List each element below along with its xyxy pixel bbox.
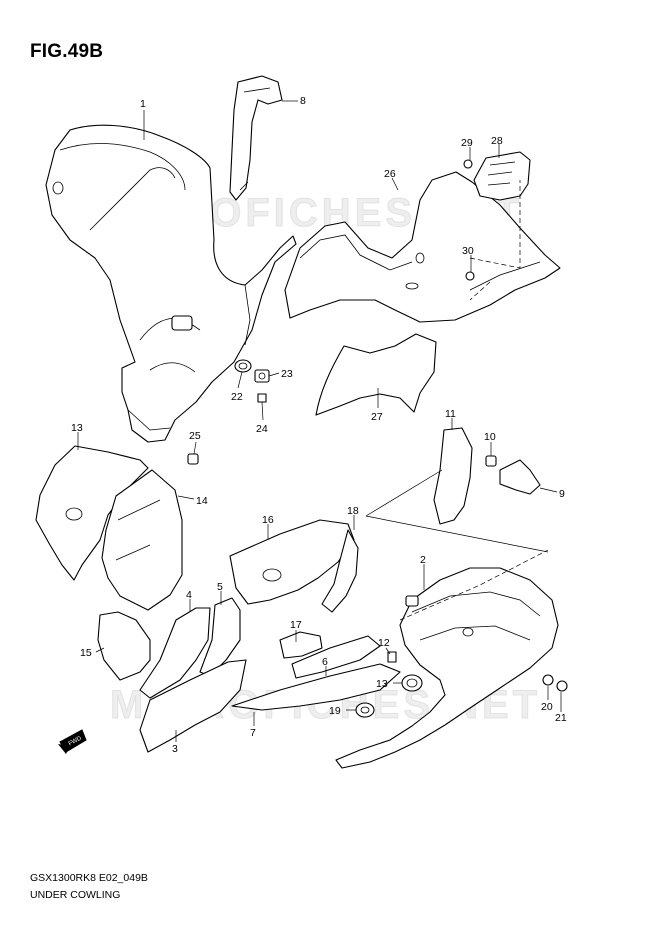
callout-1: 1 (140, 98, 146, 110)
part-28-bracket (473, 151, 531, 201)
callout-15: 15 (80, 647, 92, 659)
part-16-cover (229, 519, 355, 605)
callout-7: 7 (250, 727, 256, 739)
part-14-panel (101, 469, 183, 611)
part-13-panel (35, 445, 149, 581)
callout-12: 12 (378, 637, 390, 649)
part-2-lower-cowling (335, 567, 559, 769)
callout-17: 17 (290, 619, 302, 631)
model-code: GSX1300RK8 E02_049B (30, 872, 148, 884)
part-1-inner-cowling (45, 124, 297, 443)
callout-27: 27 (371, 411, 383, 423)
callout-2: 2 (420, 554, 426, 566)
part-29-screw (463, 159, 473, 169)
part-11-bracket (433, 427, 473, 525)
figure-title: FIG.49B (30, 41, 104, 62)
part-22-grommet (234, 359, 252, 373)
part-18-cover (321, 529, 359, 613)
callout-25: 25 (189, 430, 201, 442)
callout-24: 24 (256, 423, 268, 435)
callout-4: 4 (186, 589, 192, 601)
callout-30: 30 (462, 245, 474, 257)
callout-14: 14 (196, 495, 208, 507)
callout-18: 18 (347, 505, 359, 517)
callout-11: 11 (445, 408, 456, 420)
callout-22: 22 (231, 391, 243, 403)
part-8-bracket (229, 75, 283, 201)
part-6-strip (291, 635, 381, 679)
callout-3: 3 (172, 743, 178, 755)
part-25-screw (187, 453, 199, 465)
part-17-tab (279, 631, 323, 659)
part-13-grommet (401, 674, 423, 692)
callout-23: 23 (281, 368, 293, 380)
callout-10: 10 (484, 431, 496, 443)
callout-13-upper: 13 (71, 422, 83, 434)
callout-29: 29 (461, 137, 473, 149)
part-7-strip (231, 663, 401, 711)
part-10-screw (485, 455, 497, 467)
part-23-nut (254, 369, 270, 383)
part-20-washer (542, 674, 554, 686)
callout-21: 21 (555, 712, 567, 724)
part-12-screw (387, 651, 397, 663)
callout-28: 28 (491, 135, 503, 147)
part-30-screw (465, 271, 475, 281)
part-21-screw (556, 680, 568, 692)
callout-16: 16 (262, 514, 274, 526)
callout-26: 26 (384, 168, 396, 180)
callout-9: 9 (559, 488, 565, 500)
part-26-cowling-panel (284, 171, 561, 323)
part-24-screw (257, 393, 267, 403)
forward-arrow-icon: FWD (58, 729, 87, 754)
part-27-sheet (315, 333, 437, 416)
section-name: UNDER COWLING (30, 889, 121, 901)
leader-lines (77, 100, 562, 742)
part-15-panel (97, 611, 151, 681)
callout-20: 20 (541, 701, 553, 713)
callout-13-lower: 13 (376, 678, 388, 690)
callout-5: 5 (217, 581, 223, 593)
part-3-strip (139, 659, 247, 753)
part-4-strip (139, 607, 211, 699)
part-19-grommet (355, 702, 375, 718)
callout-8: 8 (300, 95, 306, 107)
callout-19: 19 (329, 705, 341, 717)
part-9-bracket (499, 459, 541, 495)
part-5-strip (199, 597, 241, 677)
callout-6: 6 (322, 656, 328, 668)
